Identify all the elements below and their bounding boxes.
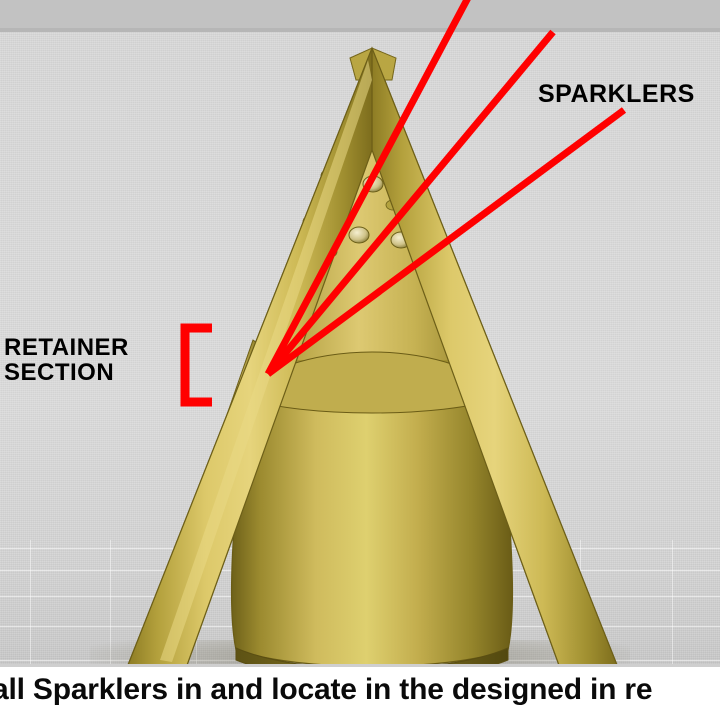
caption-text: all Sparklers in and locate in the desig…	[0, 673, 653, 706]
viewport-top-divider	[0, 28, 720, 32]
sparkler-leader-1	[264, 0, 471, 376]
label-sparklers: SPARKLERS	[538, 80, 695, 108]
shell-highlight	[160, 60, 372, 662]
viewport-top-strip	[0, 0, 720, 30]
label-retainer-section: RETAINER SECTION	[4, 334, 129, 387]
label-retainer-line1: RETAINER	[4, 334, 129, 361]
label-retainer-line2: SECTION	[4, 359, 115, 387]
sparkler-leader-3	[265, 107, 627, 377]
sparkler-leader-2	[265, 29, 556, 377]
caption-bar: all Sparklers in and locate in the desig…	[0, 664, 720, 720]
retainer-bracket	[180, 323, 212, 407]
